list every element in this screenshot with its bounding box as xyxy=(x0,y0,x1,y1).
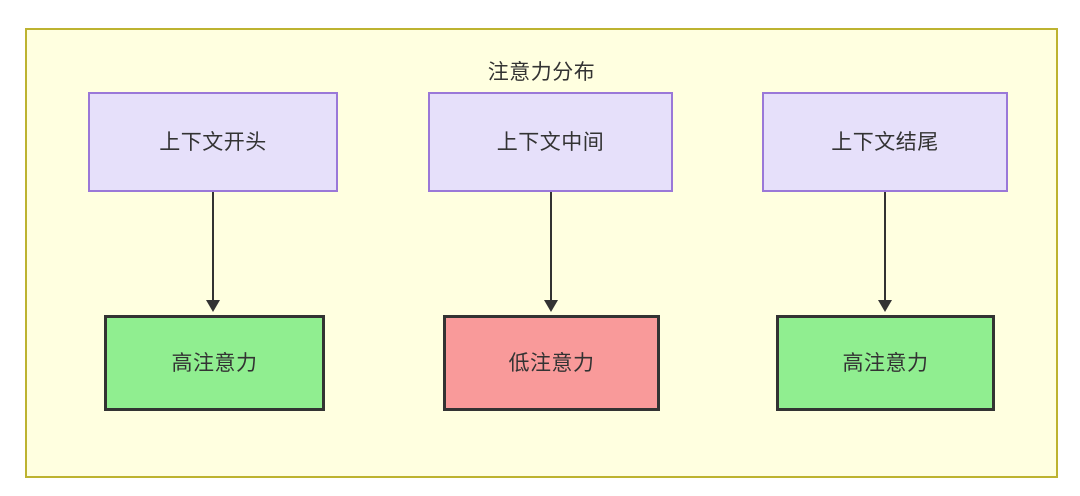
node-attention-end[interactable]: 高注意力 xyxy=(776,315,995,411)
node-context-start[interactable]: 上下文开头 xyxy=(88,92,338,192)
edge-line-middle xyxy=(550,192,552,302)
edge-arrowhead-start xyxy=(206,300,220,312)
node-attention-middle[interactable]: 低注意力 xyxy=(443,315,660,411)
diagram-title: 注意力分布 xyxy=(487,61,596,84)
edge-arrowhead-end xyxy=(878,300,892,312)
edge-line-start xyxy=(212,192,214,302)
node-context-middle[interactable]: 上下文中间 xyxy=(428,92,673,192)
node-attention-start[interactable]: 高注意力 xyxy=(104,315,325,411)
edge-arrowhead-middle xyxy=(544,300,558,312)
node-context-end[interactable]: 上下文结尾 xyxy=(762,92,1008,192)
edge-line-end xyxy=(884,192,886,302)
